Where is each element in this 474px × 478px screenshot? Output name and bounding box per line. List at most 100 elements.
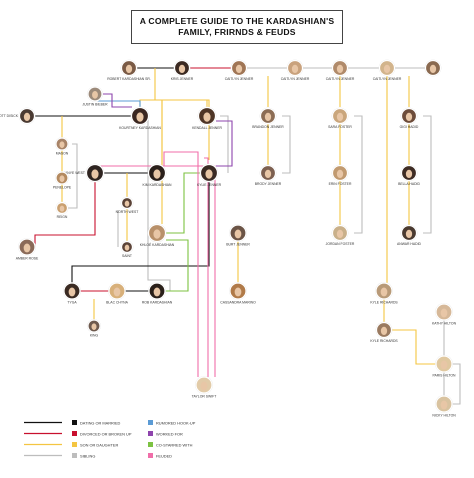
person-node-gigi[interactable]: GIGI HADID xyxy=(400,107,419,129)
face-shape xyxy=(136,112,144,122)
person-node-erin[interactable]: ERIN FOSTER xyxy=(329,164,352,186)
person-name: BELLA HADID xyxy=(398,182,420,186)
person-node-brandon[interactable]: BRANDON JENNER xyxy=(252,107,284,129)
legend-item-child: SON OR DAUGHTER xyxy=(72,442,118,448)
edge-sibling xyxy=(452,363,461,405)
face-shape xyxy=(124,244,130,251)
person-node-caitlyn2[interactable]: CAITLYN JENNER xyxy=(281,59,310,81)
person-name: TYGA xyxy=(67,301,77,305)
edge-sibling xyxy=(220,115,229,173)
person-name: MASON xyxy=(56,152,69,156)
edge-worked xyxy=(216,120,233,167)
person-node-rob[interactable]: ROB KARDASHIAN xyxy=(142,282,173,305)
face-shape xyxy=(200,381,208,391)
person-node-reign[interactable]: REIGN xyxy=(55,201,69,219)
person-node-caitlyn4[interactable]: CAITLYN JENNER xyxy=(373,59,402,81)
person-node-penelope[interactable]: PENELOPE xyxy=(53,171,72,190)
face-shape xyxy=(23,112,31,122)
person-node-blac[interactable]: BLAC CHYNA xyxy=(106,282,129,305)
person-node-cassandra[interactable]: CASSANDRA MARINO xyxy=(220,282,256,305)
legend-swatch xyxy=(148,431,153,436)
person-name: KYLE RICHARDS xyxy=(370,301,398,305)
edge-feud xyxy=(163,151,199,377)
person-name: KOURTNEY KARDASHIAN xyxy=(119,126,161,130)
person-node-nicky[interactable]: NICKY HILTON xyxy=(432,395,456,418)
face-shape xyxy=(264,169,272,179)
face-shape xyxy=(205,169,213,179)
person-node-kyle[interactable]: KYLE RICHARDS xyxy=(370,282,398,305)
person-node-amber[interactable]: AMBER ROSE xyxy=(16,238,39,261)
person-name: KENDALL JENNER xyxy=(192,126,222,130)
legend-label: CO-STARRED WITH xyxy=(156,443,193,448)
face-shape xyxy=(113,287,121,297)
person-node-kourtney[interactable]: KOURTNEY KARDASHIAN xyxy=(119,106,161,130)
legend-label: WORKED FOR xyxy=(156,432,183,437)
person-node-saint[interactable]: SAINT xyxy=(120,240,134,258)
person-node-paris[interactable]: PARIS HILTON xyxy=(433,355,457,378)
person-node-kris[interactable]: KRIS JENNER xyxy=(171,59,194,81)
legend-item-costarred: CO-STARRED WITH xyxy=(148,442,193,448)
person-node-kanye[interactable]: KANYE WEST xyxy=(63,163,105,183)
person-node-king[interactable]: KING xyxy=(87,319,101,338)
legend-label: RUMORED HOOK-UP xyxy=(156,421,196,426)
face-shape xyxy=(68,287,76,297)
person-node-kim[interactable]: KIM KARDASHIAN xyxy=(142,163,172,187)
person-node-kendall[interactable]: KENDALL JENNER xyxy=(192,106,222,130)
edge-feud xyxy=(97,165,216,377)
person-node-north[interactable]: NORTH WEST xyxy=(116,196,139,214)
face-shape xyxy=(383,64,391,74)
person-name: ERIN FOSTER xyxy=(329,182,352,186)
face-shape xyxy=(235,64,243,74)
person-name: CAITLYN JENNER xyxy=(326,77,355,81)
person-node-robert[interactable]: ROBERT KARDASHIAN SR. xyxy=(107,59,151,81)
edge-child xyxy=(155,99,208,107)
face-shape xyxy=(153,287,161,297)
person-node-jordan[interactable]: JORDAN FOSTER xyxy=(326,224,355,246)
person-node-sara[interactable]: SARA FOSTER xyxy=(328,107,352,129)
edge-feud xyxy=(204,157,209,377)
face-shape xyxy=(92,90,98,99)
person-name: KRIS JENNER xyxy=(171,77,194,81)
person-name: KYLIE JENNER xyxy=(197,183,222,187)
legend-item-feud: FEUDED xyxy=(148,453,172,459)
person-name: ROB KARDASHIAN xyxy=(142,301,173,305)
person-node-mason[interactable]: MASON xyxy=(55,137,69,156)
person-name: TAYLOR SWIFT xyxy=(192,395,217,399)
face-shape xyxy=(234,287,242,297)
person-name: JORDAN FOSTER xyxy=(326,242,355,246)
person-node-caitlyn1[interactable]: CAITLYN JENNER xyxy=(225,59,254,81)
person-node-caitlyn3[interactable]: CAITLYN JENNER xyxy=(326,59,355,81)
person-node-khloe[interactable]: KHLOÉ KARDASHIAN xyxy=(140,223,175,247)
person-node-scott[interactable]: SCOTT DISICK xyxy=(0,107,36,125)
person-name: KATHY HILTON xyxy=(432,322,457,326)
person-node-tyga[interactable]: TYGA xyxy=(63,282,81,305)
face-shape xyxy=(336,229,344,239)
face-shape xyxy=(59,175,65,183)
edge-costarred xyxy=(166,172,200,234)
legend-swatch xyxy=(148,442,153,447)
person-node-justin[interactable]: JUSTIN BIEBER xyxy=(82,86,108,107)
edge-divorced xyxy=(34,182,96,247)
face-shape xyxy=(91,323,97,331)
person-name: KIM KARDASHIAN xyxy=(142,183,172,187)
legend-label: SIBLING xyxy=(80,454,95,459)
person-node-anwar[interactable]: ANWAR HADID xyxy=(397,224,422,246)
legend-swatch xyxy=(72,431,77,436)
person-node-bella[interactable]: BELLA HADID xyxy=(398,164,420,186)
person-node-caitlyn5[interactable] xyxy=(424,59,442,77)
face-shape xyxy=(380,287,388,297)
person-node-kylerich[interactable]: KYLE RICHARDS xyxy=(370,321,398,343)
face-shape xyxy=(125,64,133,74)
legend-item-dating: DATING OR MARRIED xyxy=(72,420,121,426)
person-node-kathy[interactable]: KATHY HILTON xyxy=(432,303,457,326)
face-shape xyxy=(153,229,161,239)
person-node-burt[interactable]: BURT JENNER xyxy=(226,224,250,247)
person-node-taylor[interactable]: TAYLOR SWIFT xyxy=(192,376,217,399)
face-shape xyxy=(153,169,161,179)
person-node-brody[interactable]: BRODY JENNER xyxy=(255,164,282,186)
person-node-kylie[interactable]: KYLIE JENNER xyxy=(197,163,222,187)
face-shape xyxy=(291,64,299,74)
legend-swatch xyxy=(148,453,153,458)
person-name: CAITLYN JENNER xyxy=(373,77,402,81)
legend-item-worked: WORKED FOR xyxy=(148,431,183,437)
